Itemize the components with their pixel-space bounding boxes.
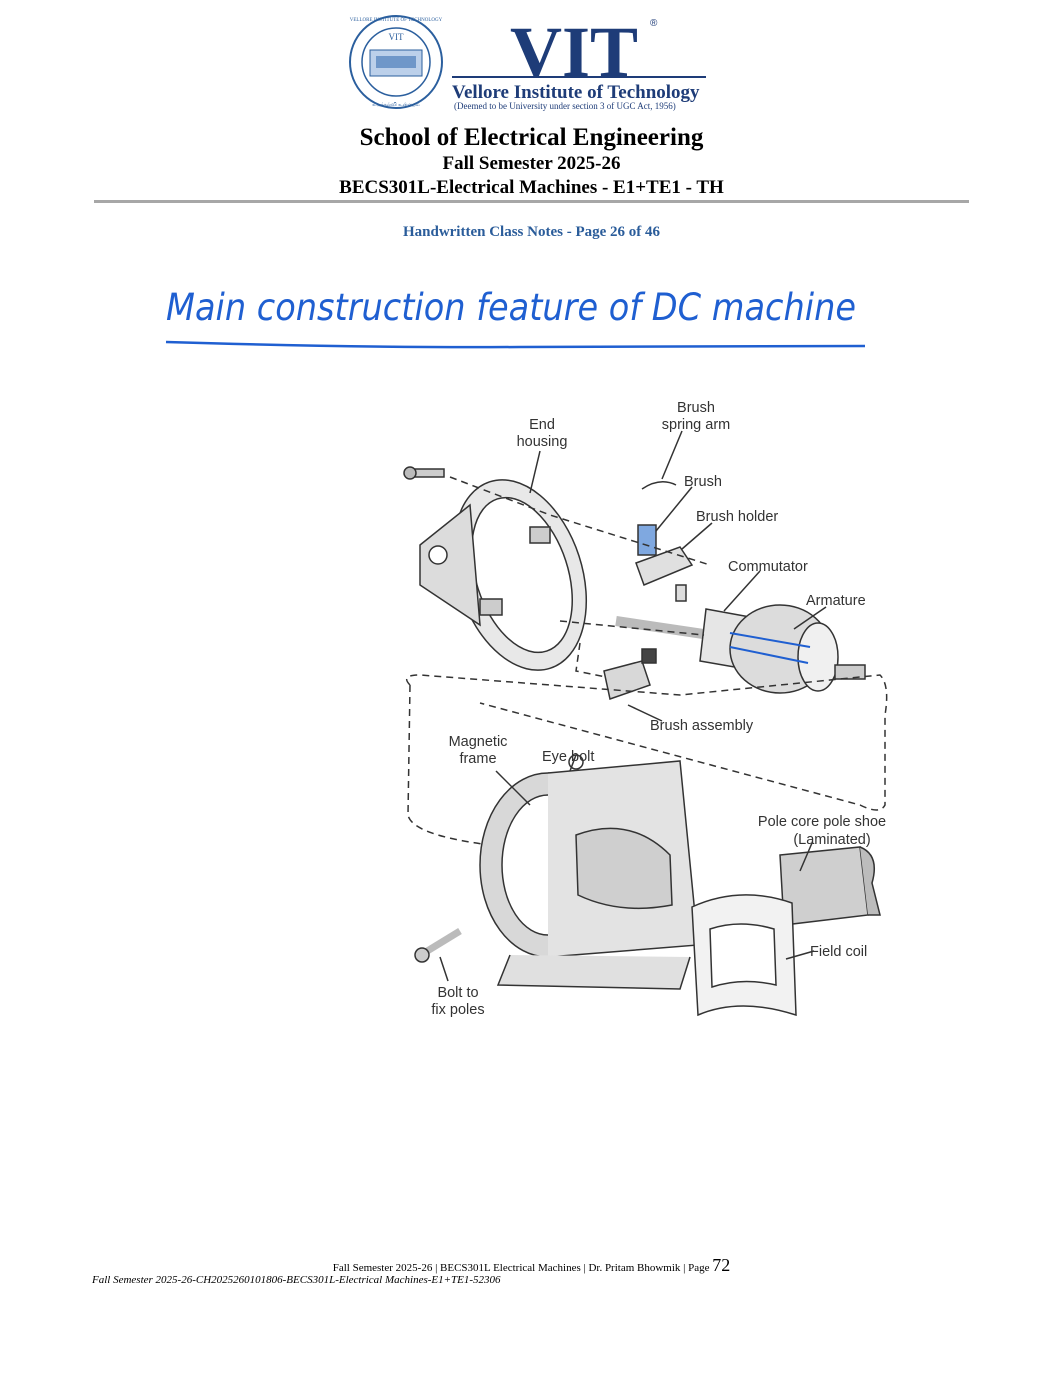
logo-wordmark: VIT <box>510 12 638 92</box>
label-brush-assembly: Brush assembly <box>650 718 754 734</box>
handwritten-title: Main construction feature of DC machine <box>165 286 866 349</box>
handwritten-title-text: Main construction feature of DC machine <box>166 286 856 329</box>
label-brush-spring-1: Brush <box>677 400 715 416</box>
label-brush-holder: Brush holder <box>696 509 778 525</box>
pole-core-part <box>779 846 881 926</box>
vit-seal: VIT VELLORE INSTITUTE OF TECHNOLOGY உயர்… <box>349 15 443 109</box>
label-magnetic-frame-1: Magnetic <box>449 734 508 750</box>
course-title: BECS301L-Electrical Machines - E1+TE1 - … <box>339 177 724 198</box>
footer-page-number: 72 <box>712 1255 731 1275</box>
logo-tagline: (Deemed to be University under section 3… <box>454 101 676 111</box>
school-title: School of Electrical Engineering <box>359 124 704 151</box>
logo-name: Vellore Institute of Technology <box>452 82 700 103</box>
label-end-housing-2: housing <box>517 434 568 450</box>
seal-center-text: VIT <box>389 32 404 42</box>
field-coil-part <box>691 894 797 1017</box>
handwritten-underline <box>165 340 866 349</box>
dc-machine-exploded-diagram: End housing Brush spring arm Brush Brush… <box>403 400 888 1018</box>
registered-mark: ® <box>650 18 658 29</box>
label-pole-core-1: Pole core pole shoe <box>758 814 886 830</box>
label-end-housing-1: End <box>529 417 555 433</box>
document-id: Fall Semester 2025-26-CH2025260101806-BE… <box>92 1274 501 1286</box>
seal-bottom-text: உயர்கல்வி உன்னதம் <box>372 102 420 108</box>
label-pole-core-2: (Laminated) <box>793 832 870 848</box>
footer-text: Fall Semester 2025-26 | BECS301L Electri… <box>332 1262 713 1274</box>
notes-label: Handwritten Class Notes - Page 26 of 46 <box>402 224 661 240</box>
label-eye-bolt: Eye bolt <box>542 749 594 765</box>
header-divider <box>94 200 969 203</box>
vit-logo: VIT VELLORE INSTITUTE OF TECHNOLOGY உயர்… <box>349 12 706 111</box>
label-brush: Brush <box>684 474 722 490</box>
label-bolt-1: Bolt to <box>437 985 478 1001</box>
end-housing-part <box>419 479 588 671</box>
label-commutator: Commutator <box>728 559 808 575</box>
pole-bolt-part <box>414 928 462 963</box>
label-armature: Armature <box>806 593 866 609</box>
page-footer: Fall Semester 2025-26 | BECS301L Electri… <box>0 1255 1063 1276</box>
magnetic-frame-part <box>479 754 699 990</box>
label-bolt-2: fix poles <box>431 1002 484 1018</box>
label-brush-spring-2: spring arm <box>662 417 731 433</box>
brush-parts <box>635 481 694 602</box>
label-field-coil: Field coil <box>810 944 867 960</box>
label-magnetic-frame-2: frame <box>459 751 496 767</box>
seal-ring-text: VELLORE INSTITUTE OF TECHNOLOGY <box>350 18 443 23</box>
semester-title: Fall Semester 2025-26 <box>442 153 621 174</box>
armature-part <box>615 604 866 694</box>
housing-screw <box>403 466 445 480</box>
